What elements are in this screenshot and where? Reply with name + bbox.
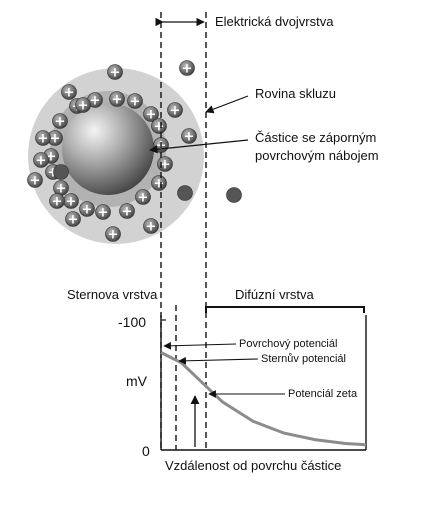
positive-ion-sign: + [182, 62, 193, 77]
positive-ion-sign: + [55, 115, 66, 130]
positive-ion [107, 64, 123, 80]
positive-ion [27, 172, 43, 188]
positive-ion-sign: + [108, 228, 119, 243]
positive-ion-sign: + [110, 66, 121, 81]
surface-potential-label: Povrchový potenciál [239, 338, 337, 350]
positive-ion-sign: + [90, 94, 101, 109]
positive-ion [79, 201, 95, 217]
positive-ion [135, 189, 151, 205]
positive-ion [52, 113, 68, 129]
positive-ion [35, 130, 51, 146]
y-tick-label-top: -100 [118, 314, 146, 330]
positive-ion-sign: + [98, 206, 109, 221]
positive-ion [127, 93, 143, 109]
positive-ion-sign: + [56, 182, 67, 197]
zeta-potential-label: Potenciál zeta [288, 388, 358, 400]
particle-label-line1: Částice se záporným [255, 130, 376, 145]
positive-ion-sign: + [184, 130, 195, 145]
positive-ion [151, 118, 167, 134]
positive-ion-sign: + [146, 108, 157, 123]
positive-ion-sign: + [160, 158, 171, 173]
positive-ion [75, 97, 91, 113]
y-tick-label-bottom: 0 [142, 443, 150, 459]
positive-ion-sign: + [36, 154, 47, 169]
positive-ion-sign: + [52, 195, 63, 210]
positive-ion-sign: + [112, 93, 123, 108]
positive-ion [33, 152, 49, 168]
positive-ion [119, 203, 135, 219]
slip-plane-label: Rovina skluzu [255, 86, 336, 101]
stern-layer-label: Sternova vrstva [67, 287, 158, 302]
double-layer-marker: Elektrická dvojvrstva [155, 14, 334, 29]
positive-ion [109, 91, 125, 107]
positive-ion-sign: + [82, 203, 93, 218]
positive-ion-sign: + [64, 86, 75, 101]
positive-ion [65, 211, 81, 227]
positive-ion-sign: + [138, 191, 149, 206]
positive-ion-sign: + [78, 99, 89, 114]
positive-ion [49, 193, 65, 209]
negative-ion [53, 164, 69, 180]
particle-group: ++++++++++++++++++++++++++++++++ [27, 60, 242, 244]
positive-ion-sign: + [48, 166, 59, 181]
positive-ion [181, 128, 197, 144]
positive-ion-sign: + [38, 132, 49, 147]
positive-ion [167, 102, 183, 118]
stern-potential-label: Sternův potenciál [261, 353, 346, 365]
positive-ion-sign: + [130, 95, 141, 110]
positive-ion-sign: + [170, 104, 181, 119]
positive-ion [95, 204, 111, 220]
ions-group: ++++++++++++++++++++++++++++++++ [27, 60, 242, 243]
positive-ion-sign: + [146, 220, 157, 235]
x-axis-label: Vzdálenost od povrchu částice [165, 458, 341, 473]
positive-ion-sign: + [68, 213, 79, 228]
positive-ion [179, 60, 195, 76]
boundary-lines [160, 12, 207, 450]
potential-chart: -100 0 mV Vzdálenost od povrchu částice … [118, 314, 367, 473]
negative-ion [177, 185, 193, 201]
y-axis-label: mV [126, 373, 148, 389]
positive-ion-sign: + [154, 120, 165, 135]
positive-ion [61, 84, 77, 100]
double-layer-label: Elektrická dvojvrstva [215, 14, 334, 29]
diffuse-layer-bracket [205, 306, 365, 313]
positive-ion-sign: + [46, 150, 57, 165]
particle-pointer: Částice se záporným povrchovým nábojem [149, 130, 379, 163]
positive-ion [151, 175, 167, 191]
positive-ion-sign: + [66, 195, 77, 210]
particle-label-line2: povrchovým nábojem [255, 148, 379, 163]
positive-ion-sign: + [50, 132, 61, 147]
positive-ion [105, 226, 121, 242]
negative-ion [226, 187, 242, 203]
positive-ion-sign: + [30, 174, 41, 189]
diffuse-layer-label: Difúzní vrstva [235, 287, 315, 302]
negatively-charged-particle [62, 103, 154, 195]
positive-ion [143, 218, 159, 234]
positive-ion-sign: + [122, 205, 133, 220]
slip-plane-pointer: Rovina skluzu [205, 86, 336, 114]
potential-curve [160, 351, 367, 447]
positive-ion [143, 106, 159, 122]
positive-ion-sign: + [154, 177, 165, 192]
